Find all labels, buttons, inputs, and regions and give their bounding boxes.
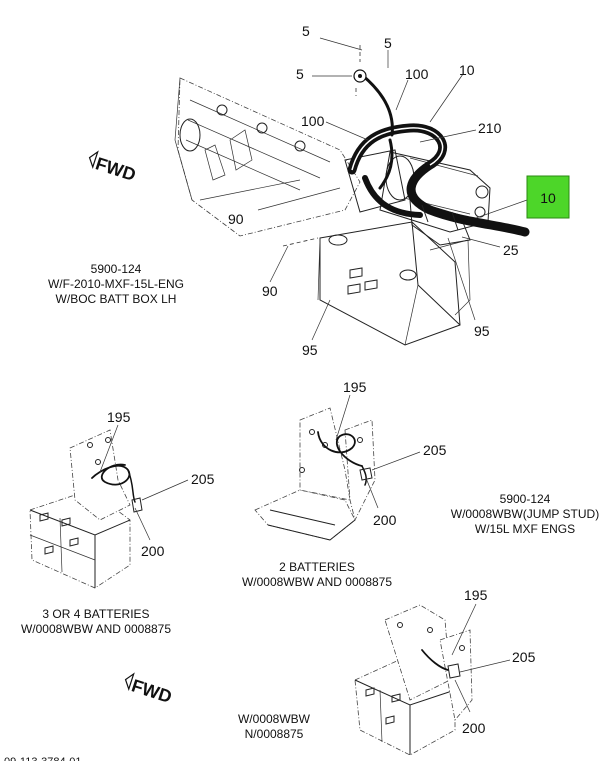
callout-200: 200 [141,543,165,559]
fwd-label: FWD [129,675,174,707]
caption-line: 5900-124 [500,492,551,506]
callout-5: 5 [302,23,310,39]
caption-jump-stud: 5900-124 W/0008WBW(JUMP STUD) W/15L MXF … [451,492,599,536]
highlight-label: 10 [540,190,556,206]
battery-box-2-illustration [254,407,376,541]
callout-90: 90 [228,211,244,227]
callout-100: 100 [405,66,429,82]
fwd-arrow-icon: FWD [88,150,138,185]
caption-line: W/0008WBW [238,712,311,726]
callout-90: 90 [262,283,278,299]
caption-line: W/F-2010-MXF-15L-ENG [48,277,184,291]
caption-line: 2 BATTERIES [279,560,355,574]
box-a-leaders [99,424,189,541]
callout-205: 205 [512,649,536,665]
fwd-arrow-icon: FWD [124,672,174,707]
caption-line: W/0008WBW(JUMP STUD) [451,507,599,521]
highlighted-callout-10[interactable]: 10 [526,175,570,219]
callout-5: 5 [384,35,392,51]
callout-5: 5 [296,66,304,82]
callout-205: 205 [423,442,447,458]
callout-210: 210 [478,120,502,136]
callout-200: 200 [373,512,397,528]
callout-100: 100 [301,113,325,129]
box-b-leaders [335,394,421,509]
caption-line: W/BOC BATT BOX LH [56,292,177,306]
callout-205: 205 [191,471,215,487]
box-c-leaders [451,603,511,713]
caption-line: 5900-124 [91,262,142,276]
box-b-callouts: 195 205 200 [343,379,447,528]
callout-95: 95 [474,323,490,339]
drawing-number: 09-113-3784-01 [4,756,81,761]
caption-2-batteries: 2 BATTERIES W/0008WBW AND 0008875 [242,560,392,589]
callout-195: 195 [343,379,367,395]
callout-25: 25 [503,242,519,258]
caption-3-4-batteries: 3 OR 4 BATTERIES W/0008WBW AND 0008875 [21,607,171,636]
caption-line: W/0008WBW AND 0008875 [21,622,171,636]
box-c-callouts: 195 205 200 [462,587,536,736]
main-leader-lines [257,37,528,341]
callout-10: 10 [459,62,475,78]
caption-line: 3 OR 4 BATTERIES [42,607,149,621]
callout-195: 195 [464,587,488,603]
box-a-callouts: 195 205 200 [107,409,215,559]
caption-line: W/0008WBW AND 0008875 [242,575,392,589]
battery-box-c-illustration [354,604,473,756]
main-callouts: 5 5 5 100 10 100 210 90 90 25 95 95 [228,23,519,358]
callout-200: 200 [462,720,486,736]
caption-no-0008875: W/0008WBW N/0008875 [238,712,311,741]
callout-95: 95 [302,342,318,358]
caption-line: N/0008875 [245,727,304,741]
battery-box-3-4-illustration [29,429,143,589]
caption-main: 5900-124 W/F-2010-MXF-15L-ENG W/BOC BATT… [48,262,184,306]
starter-assembly-illustration [174,69,530,346]
fwd-label: FWD [93,153,138,185]
caption-line: W/15L MXF ENGS [475,522,575,536]
callout-195: 195 [107,409,131,425]
